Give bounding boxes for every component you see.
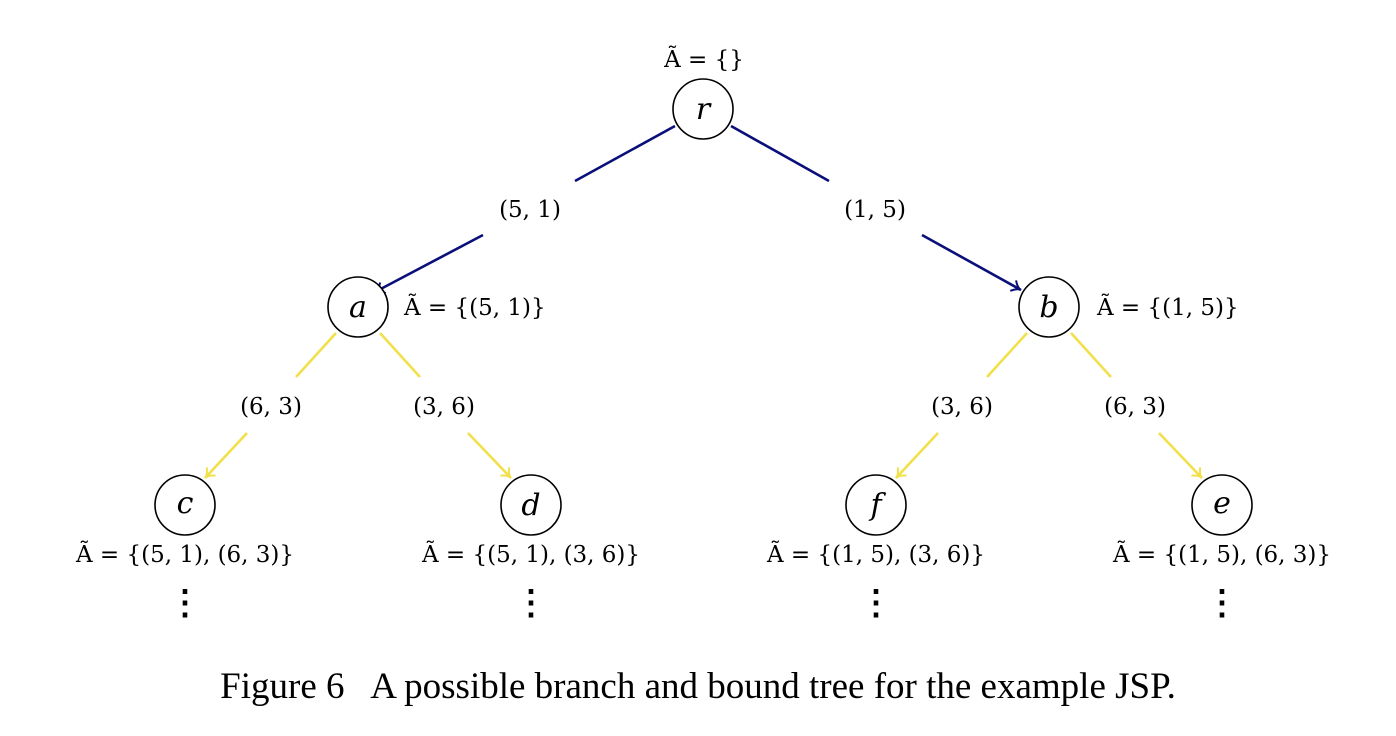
node-a-label: a — [349, 290, 367, 325]
node-f: f Ã = {(1, 5), (3, 6)} ⋮ — [766, 474, 985, 623]
node-d-label: d — [521, 488, 540, 523]
node-a-set-label: Ã = {(5, 1)} — [403, 293, 546, 321]
node-d-set-label: Ã = {(5, 1), (3, 6)} — [421, 540, 640, 568]
node-b: b Ã = {(1, 5)} — [1018, 276, 1239, 338]
node-r: Ã = {} r — [663, 45, 744, 140]
edge-r-a: (5, 1) — [374, 124, 676, 295]
node-r-circle — [672, 78, 734, 140]
node-f-set-label: Ã = {(1, 5), (3, 6)} — [766, 540, 985, 568]
edge-a-c-lower-segment — [204, 432, 248, 479]
node-c-set-label: Ã = {(5, 1), (6, 3)} — [75, 540, 294, 568]
edge-label-r-b: (1, 5) — [844, 197, 906, 223]
node-c: c Ã = {(5, 1), (6, 3)} ⋮ — [75, 474, 294, 623]
node-r-label: r — [696, 92, 712, 127]
node-r-set-label: Ã = {} — [663, 45, 744, 73]
edge-b-f: (3, 6) — [895, 332, 1028, 479]
edge-b-f-lower-segment — [895, 432, 939, 479]
edge-label-b-f: (3, 6) — [931, 394, 993, 420]
node-e: e Ã = {(1, 5), (6, 3)} ⋮ — [1112, 474, 1331, 623]
edge-label-r-a: (5, 1) — [499, 197, 561, 223]
node-f-continuation: ⋮ — [859, 583, 893, 623]
edge-r-b-upper-segment — [730, 124, 830, 183]
edge-b-e-lower-segment — [1158, 432, 1203, 479]
edge-label-b-e: (6, 3) — [1104, 394, 1166, 420]
edge-b-f-upper-segment — [986, 332, 1028, 378]
figure-caption-gap — [345, 666, 371, 707]
edge-r-a-upper-segment — [574, 124, 676, 183]
edge-label-a-d: (3, 6) — [413, 394, 475, 420]
edge-b-e: (6, 3) — [1070, 332, 1203, 479]
edge-a-d-upper-segment — [379, 332, 421, 378]
node-e-label: e — [1213, 486, 1231, 521]
edge-a-d: (3, 6) — [379, 332, 512, 479]
node-b-circle — [1018, 276, 1080, 338]
node-e-circle — [1191, 474, 1253, 536]
node-b-label: b — [1039, 290, 1058, 325]
node-a: a Ã = {(5, 1)} — [327, 276, 546, 338]
node-c-circle — [154, 474, 216, 536]
edge-a-c-upper-segment — [295, 332, 337, 378]
node-c-label: c — [177, 486, 194, 521]
node-d-circle — [500, 474, 562, 536]
node-d: d Ã = {(5, 1), (3, 6)} ⋮ — [421, 474, 640, 623]
edge-b-e-upper-segment — [1070, 332, 1112, 378]
node-d-continuation: ⋮ — [514, 583, 548, 623]
edge-r-b-lower-segment — [921, 233, 1022, 292]
edge-r-b: (1, 5) — [730, 124, 1022, 292]
node-b-set-label: Ã = {(1, 5)} — [1096, 293, 1239, 321]
node-e-continuation: ⋮ — [1205, 583, 1239, 623]
node-c-continuation: ⋮ — [168, 583, 202, 623]
figure-caption-text: A possible branch and bound tree for the… — [370, 666, 1176, 707]
node-f-circle — [845, 474, 907, 536]
node-a-circle — [327, 276, 389, 338]
edge-r-a-lower-segment — [374, 233, 484, 295]
edge-label-a-c: (6, 3) — [240, 394, 302, 420]
edge-a-d-lower-segment — [467, 432, 512, 479]
figure-caption-number: Figure 6 — [220, 666, 345, 707]
node-e-set-label: Ã = {(1, 5), (6, 3)} — [1112, 540, 1331, 568]
edge-a-c: (6, 3) — [204, 332, 337, 479]
figure-caption: Figure 6 A possible branch and bound tre… — [0, 665, 1396, 708]
